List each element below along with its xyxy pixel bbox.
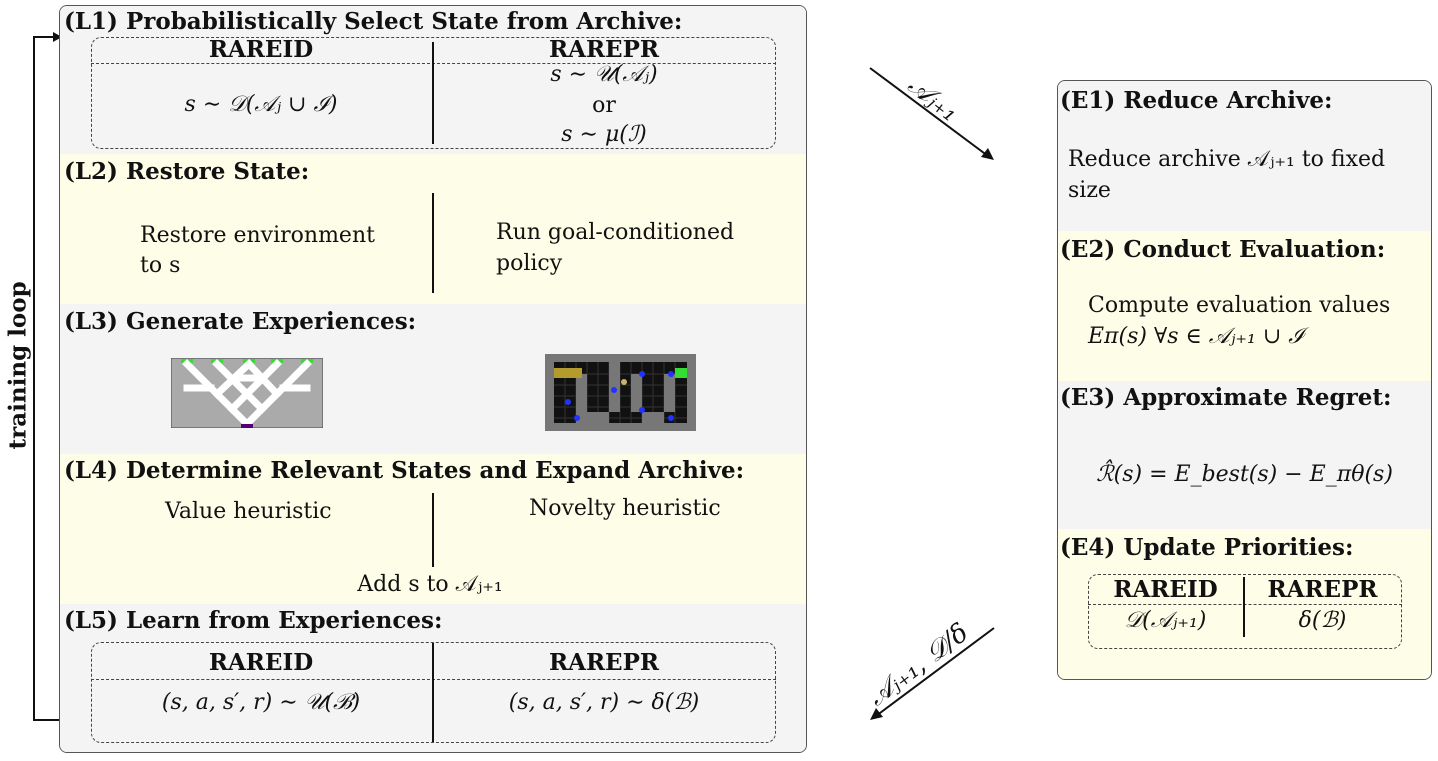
- l5-col1-head: RAREID: [208, 649, 314, 676]
- l4-title: Determine Relevant States and Expand Arc…: [125, 457, 745, 484]
- band-e1: [1058, 81, 1431, 231]
- l2-tag: (L2): [64, 158, 118, 185]
- l2-col1-line1: Restore environment: [140, 223, 375, 248]
- e2-tag: (E2): [1060, 236, 1116, 263]
- l2-col2-line2: policy: [496, 251, 563, 276]
- l4-col2: Novelty heuristic: [529, 496, 721, 521]
- e4-col1-math: 𝒟(𝒜ⱼ₊₁): [1124, 608, 1207, 633]
- l1-col1-head: RAREID: [208, 36, 314, 63]
- band-e3: [1058, 381, 1431, 529]
- training-loop-connector: [33, 32, 62, 721]
- e4-col1-head: RAREID: [1113, 576, 1218, 603]
- tree-environment-image: [171, 358, 323, 428]
- l1-col1-math: s ∼ 𝒟(𝒜ⱼ ∪ ℐ): [184, 92, 338, 117]
- l5-heading: (L5) Learn from Experiences:: [64, 607, 442, 634]
- arrow-to-evaluation: [869, 67, 994, 160]
- l5-col1-math: (s, a, s′, r) ∼ 𝒰(ℬ): [161, 690, 361, 715]
- l1-col2-or: or: [592, 93, 616, 118]
- e4-table-header-rule: [1088, 604, 1402, 605]
- l2-heading: (L2) Restore State:: [64, 158, 309, 185]
- e2-line2: Eπ(s) ∀s ∈ 𝒜ⱼ₊₁ ∪ ℐ: [1088, 324, 1304, 349]
- e2-heading: (E2) Conduct Evaluation:: [1060, 236, 1385, 263]
- left-training-panel: (L1) Probabilistically Select State from…: [59, 5, 807, 753]
- l5-divider: [432, 643, 434, 742]
- l1-heading: (L1) Probabilistically Select State from…: [64, 8, 682, 35]
- l1-col2-math-2: s ∼ μ(ℐ): [561, 122, 647, 147]
- l4-heading: (L4) Determine Relevant States and Expan…: [64, 457, 744, 484]
- l3-tag: (L3): [64, 308, 118, 335]
- e2-title: Conduct Evaluation:: [1123, 236, 1386, 263]
- right-evaluation-panel: (E1) Reduce Archive: Reduce archive 𝒜ⱼ₊₁…: [1057, 80, 1432, 680]
- e3-tag: (E3): [1060, 384, 1116, 411]
- e2-line1: Compute evaluation values: [1088, 293, 1391, 318]
- l4-tag: (L4): [64, 457, 118, 484]
- l2-col2-line1: Run goal-conditioned: [496, 220, 735, 245]
- l5-tag: (L5): [64, 607, 118, 634]
- band-e2: [1058, 231, 1431, 381]
- e3-formula: ℛ̂(s) = E_best(s) − E_πθ(s): [1096, 462, 1393, 487]
- training-loop-label: training loop: [4, 281, 32, 450]
- l2-title: Restore State:: [125, 158, 310, 185]
- l2-divider: [432, 193, 434, 293]
- e4-tag: (E4): [1060, 534, 1116, 561]
- arrow-to-training: [870, 627, 995, 720]
- l1-divider: [432, 42, 434, 144]
- l2-col1-line2: to s: [140, 253, 181, 278]
- l1-col2-head: RAREPR: [548, 36, 659, 63]
- l4-bottom: Add s to 𝒜ⱼ₊₁: [357, 572, 503, 597]
- l4-col1: Value heuristic: [165, 499, 332, 524]
- e1-line2: size: [1068, 178, 1111, 203]
- maze-environment-image: [545, 354, 696, 431]
- e4-col2-head: RAREPR: [1267, 576, 1378, 603]
- l1-title: Probabilistically Select State from Arch…: [125, 8, 683, 35]
- l1-tag: (L1): [64, 8, 118, 35]
- e4-title: Update Priorities:: [1123, 534, 1354, 561]
- l5-col2-math: (s, a, s′, r) ∼ δ(ℬ): [508, 690, 700, 715]
- l5-col2-head: RAREPR: [548, 649, 659, 676]
- e3-heading: (E3) Approximate Regret:: [1060, 384, 1391, 411]
- e4-col2-math: δ(ℬ): [1298, 608, 1347, 633]
- l1-table: [91, 37, 776, 149]
- e1-title: Reduce Archive:: [1123, 87, 1333, 114]
- e1-tag: (E1): [1060, 87, 1116, 114]
- e1-line1: Reduce archive 𝒜ⱼ₊₁ to fixed: [1068, 147, 1386, 172]
- e4-heading: (E4) Update Priorities:: [1060, 534, 1354, 561]
- l5-table: [91, 642, 776, 743]
- e3-title: Approximate Regret:: [1123, 384, 1392, 411]
- l3-heading: (L3) Generate Experiences:: [64, 308, 416, 335]
- l4-divider: [432, 493, 434, 567]
- e4-divider: [1243, 577, 1245, 637]
- e4-table: [1088, 574, 1402, 649]
- l5-title: Learn from Experiences:: [125, 607, 443, 634]
- e1-heading: (E1) Reduce Archive:: [1060, 87, 1332, 114]
- l3-title: Generate Experiences:: [125, 308, 417, 335]
- l1-col2-math-1: s ∼ 𝒰(𝒜ⱼ): [550, 62, 658, 87]
